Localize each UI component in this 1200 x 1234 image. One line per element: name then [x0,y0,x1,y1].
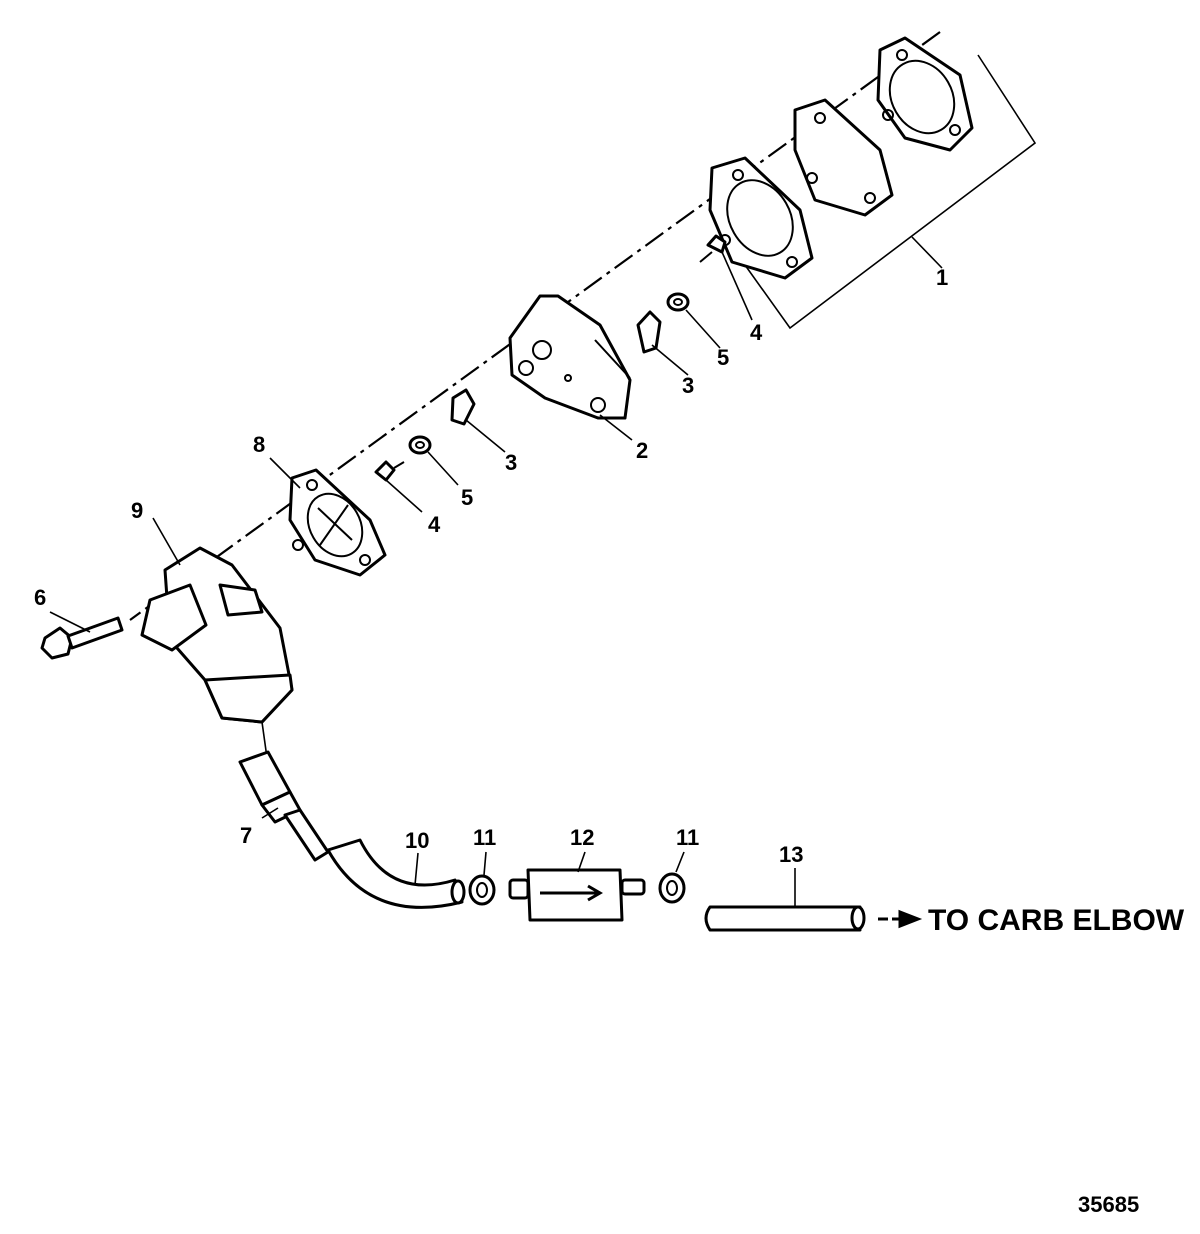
callout-11-left: 11 [473,825,496,850]
pump-cover-9 [140,546,294,724]
hose-13 [704,905,866,932]
gasket-1a [876,36,974,152]
callout-5-lower: 5 [461,485,473,510]
callout-5-upper: 5 [717,345,729,370]
callout-4-upper: 4 [750,320,763,345]
callout-13: 13 [779,842,803,867]
screw-4-upper [699,234,727,263]
clamp-11-left [468,874,496,906]
figure-number: 35685 [1078,1192,1139,1217]
leader-4-upper [721,251,753,321]
callout-11-right: 11 [676,825,699,850]
callout-3-lower: 3 [505,450,517,475]
callout-12: 12 [570,825,594,850]
leader-5-upper [685,309,721,349]
callout-4-lower: 4 [428,512,441,537]
leader-9 [152,517,181,566]
fitting-7 [238,750,330,862]
callout-10: 10 [405,828,429,853]
callout-7: 7 [240,823,252,848]
washer-5-lower [408,435,432,455]
callout-1: 1 [936,265,948,290]
washer-5-upper [666,292,690,312]
valve-3-upper [636,310,662,354]
leader-7 [261,807,279,819]
callout-8: 8 [253,432,265,457]
leader-11-left [483,851,487,876]
valve-3-lower [450,388,476,426]
leader-6 [49,611,91,633]
leader-5-lower [427,451,459,486]
clamp-11-right [658,872,686,904]
pump-body-2 [508,294,632,420]
hose-10 [326,838,466,909]
callout-3-upper: 3 [682,373,694,398]
fuel-filter-12 [508,868,646,922]
flow-arrow [878,909,923,929]
leader-4-lower [385,479,423,513]
leader-11-right [675,851,685,873]
leader-8 [269,457,301,489]
diaphragm-1b [793,98,894,217]
leader-10 [414,852,419,886]
leader-1 [911,236,943,269]
bolt-6 [40,616,124,660]
screw-4-lower [374,460,405,482]
gasket-8 [288,468,387,577]
callout-6: 6 [34,585,46,610]
leader-3-upper [651,344,689,376]
callout-9: 9 [131,498,143,523]
destination-label: TO CARB ELBOW [928,904,1185,937]
leader-2 [599,414,633,441]
gasket-1c [708,156,814,280]
leader-12 [577,851,586,873]
bracket-item-1 [744,54,1037,330]
leader-3-lower [465,419,506,453]
callout-2: 2 [636,438,648,463]
